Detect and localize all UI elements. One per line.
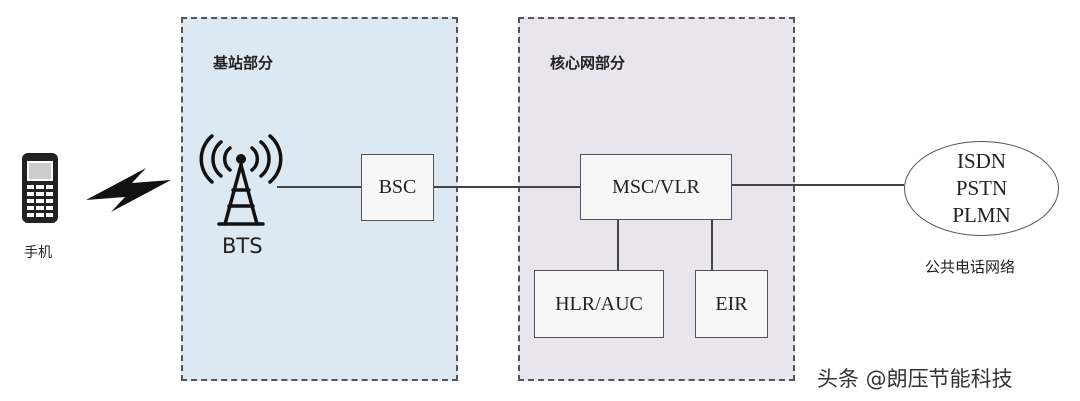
mobile-phone-icon <box>22 153 58 223</box>
bsc-node: BSC <box>361 154 434 221</box>
radio-wave-icon <box>86 168 171 212</box>
phone-label: 手机 <box>24 245 52 261</box>
public-network-item: ISDN <box>956 149 1006 173</box>
core-network-region-title: 核心网部分 <box>550 54 626 72</box>
base-station-region-title: 基站部分 <box>213 54 274 72</box>
public-network-node: ISDN PSTN PLMN <box>904 141 1059 236</box>
public-network-item: PSTN <box>955 176 1008 200</box>
public-network-item: PLMN <box>952 203 1011 227</box>
eir-node: EIR <box>695 270 768 338</box>
hlr-auc-node: HLR/AUC <box>534 270 664 338</box>
watermark: 头条 @朗压节能科技 <box>817 367 1013 391</box>
antenna-tower-icon <box>199 134 283 226</box>
public-network-label: 公共电话网络 <box>925 258 1016 276</box>
bts-label: BTS <box>222 234 263 258</box>
msc-vlr-node: MSC/VLR <box>580 154 732 220</box>
